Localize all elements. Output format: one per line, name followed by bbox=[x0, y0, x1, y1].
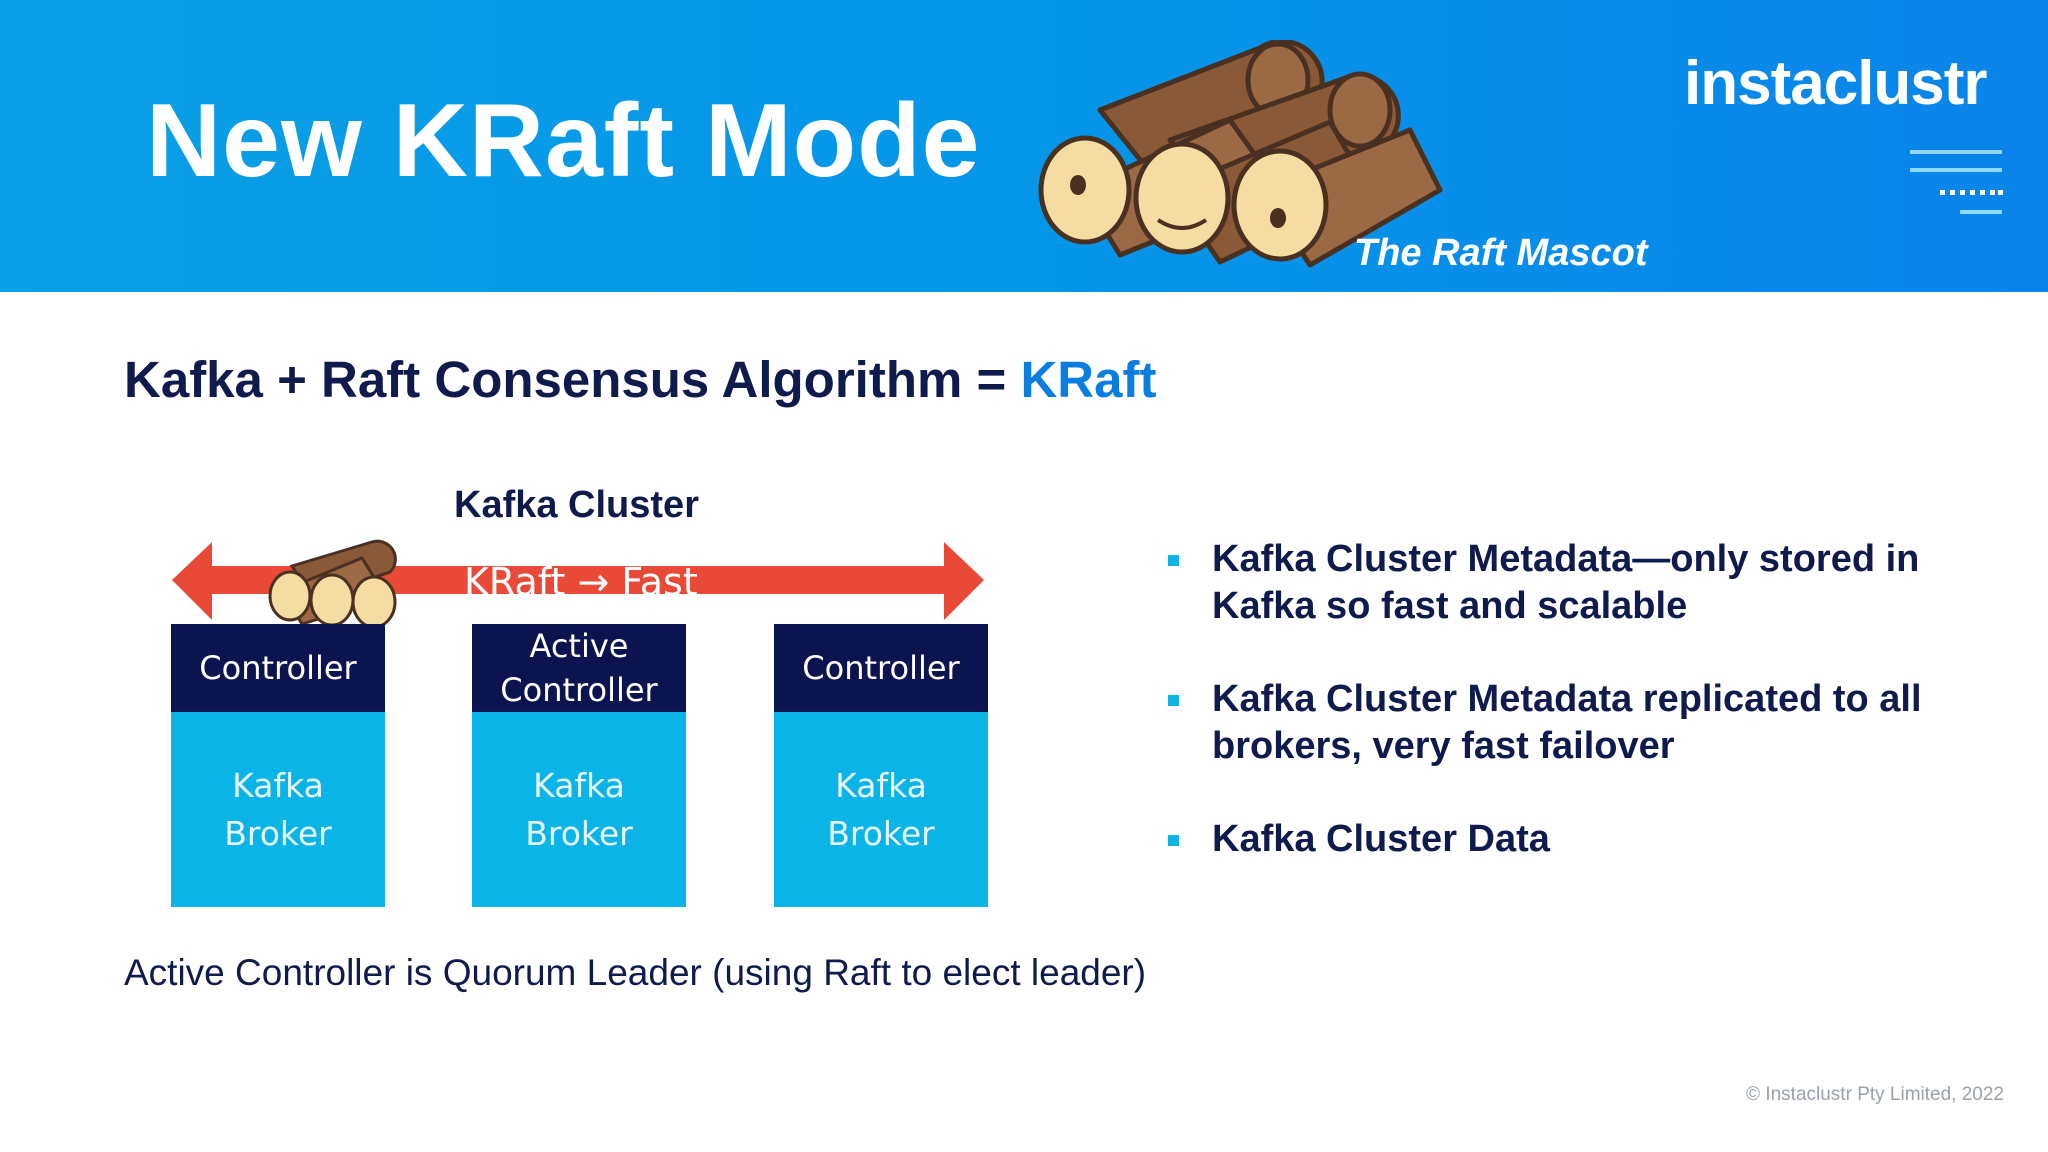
bullet-line: Kafka Cluster Data bbox=[1212, 818, 1550, 860]
footer-note: Active Controller is Quorum Leader (usin… bbox=[124, 952, 1147, 993]
cluster-label: Kafka Cluster bbox=[454, 484, 699, 526]
raft-mascot-icon bbox=[1038, 40, 1443, 268]
bullet-square-icon bbox=[1168, 555, 1179, 566]
bullet-square-icon bbox=[1168, 695, 1179, 706]
copyright: © Instaclustr Pty Limited, 2022 bbox=[1746, 1084, 2004, 1105]
bullet-list: Kafka Cluster Metadata—only stored in Ka… bbox=[1164, 536, 1994, 909]
bullet-item: Kafka Cluster Data bbox=[1164, 816, 1994, 863]
broker-box: Kafka Broker bbox=[171, 712, 385, 907]
controller-label-line: Active bbox=[529, 627, 629, 665]
bullet-item: Kafka Cluster Metadata—only stored in Ka… bbox=[1164, 536, 1994, 630]
controller-label-line: Controller bbox=[500, 671, 658, 709]
page-title: New KRaft Mode bbox=[146, 83, 981, 199]
controller-label: Controller bbox=[802, 649, 960, 687]
bullet-line: brokers, very fast failover bbox=[1212, 725, 1675, 767]
bullet-line: Kafka so fast and scalable bbox=[1212, 585, 1688, 627]
controller-box: Controller bbox=[171, 624, 385, 712]
header-banner: New KRaft Mode The Raft Mascot instaclus… bbox=[0, 0, 2048, 292]
broker-label-line: Broker bbox=[525, 813, 633, 853]
active-controller-node: Active Controller Kafka Broker bbox=[472, 624, 686, 907]
broker-label-line: Kafka bbox=[232, 765, 324, 805]
bullet-line: Kafka Cluster Metadata—only stored in bbox=[1212, 538, 1920, 580]
kraft-arrow bbox=[172, 539, 984, 626]
subtitle-accent: KRaft bbox=[1020, 351, 1157, 408]
bullet-square-icon bbox=[1168, 835, 1179, 846]
controller-node: Controller Kafka Broker bbox=[171, 624, 385, 907]
instaclustr-logo: instaclustr bbox=[1684, 49, 1988, 118]
broker-box: Kafka Broker bbox=[774, 712, 988, 907]
controller-node: Controller Kafka Broker bbox=[774, 624, 988, 907]
broker-label-line: Kafka bbox=[533, 765, 625, 805]
active-controller-box: Active Controller bbox=[472, 624, 686, 712]
mascot-caption: The Raft Mascot bbox=[1354, 232, 1648, 274]
arrow-label: KRaft → Fast bbox=[464, 560, 698, 604]
controller-box: Controller bbox=[774, 624, 988, 712]
controller-label: Controller bbox=[199, 649, 357, 687]
bullet-item: Kafka Cluster Metadata replicated to all… bbox=[1164, 676, 1994, 770]
subtitle-prefix: Kafka + Raft Consensus Algorithm = bbox=[124, 351, 1021, 408]
broker-label-line: Kafka bbox=[835, 765, 927, 805]
broker-label-line: Broker bbox=[224, 813, 332, 853]
bullet-line: Kafka Cluster Metadata replicated to all bbox=[1212, 678, 1922, 720]
broker-box: Kafka Broker bbox=[472, 712, 686, 907]
slide-subtitle: Kafka + Raft Consensus Algorithm = KRaft bbox=[124, 350, 1156, 409]
broker-label-line: Broker bbox=[827, 813, 935, 853]
logo-lines-icon bbox=[1910, 150, 2003, 214]
